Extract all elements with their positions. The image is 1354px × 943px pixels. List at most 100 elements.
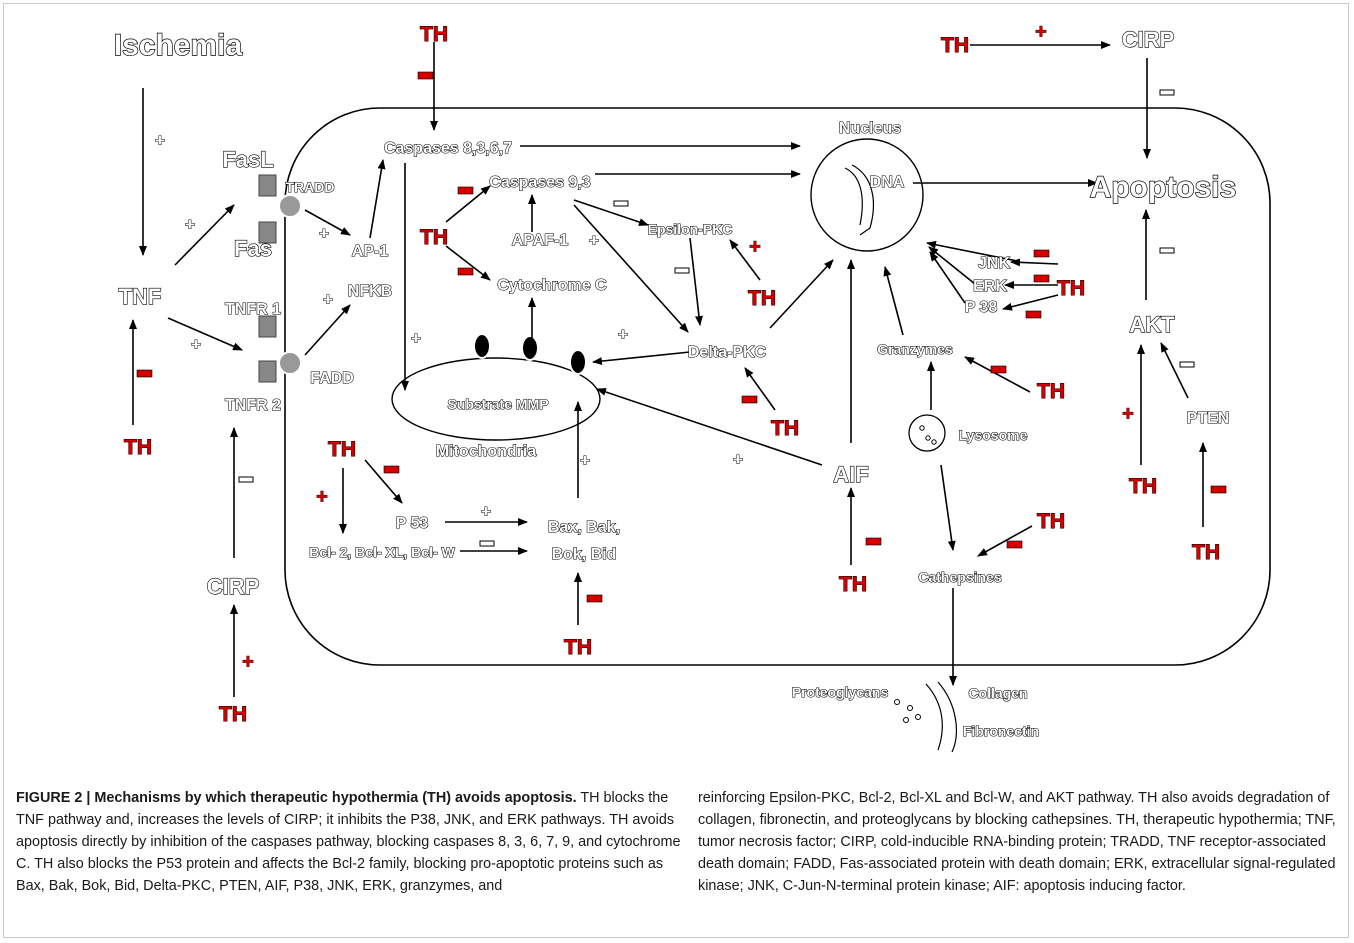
th-label-mapk: TH (1057, 277, 1085, 300)
delta-pkc-label: Delta-PKC (688, 344, 767, 361)
plus-tnf-fasl: + (185, 215, 195, 234)
plus-caspases-mito: + (411, 329, 421, 348)
mitochondria-pore-1 (473, 333, 491, 359)
mitochondria-ellipse (391, 357, 601, 441)
figure-caption-right: reinforcing Epsilon-PKC, Bcl-2, Bcl-XL a… (698, 790, 1336, 894)
lysosome-dot-3 (931, 439, 937, 445)
cirp-left-label: CIRP (207, 574, 260, 599)
th-label-tnf: TH (124, 436, 152, 459)
figure-caption-left-text: TH blocks the TNF pathway and, increases… (16, 790, 681, 894)
plus-caspases-delta: + (589, 231, 599, 250)
th-label-granzymes: TH (1037, 380, 1065, 403)
tnf-label: TNF (119, 284, 162, 309)
tnfr1-receptor-block (258, 315, 277, 338)
nucleus-label: Nucleus (839, 120, 901, 137)
figure-frame (3, 3, 1349, 938)
cell-membrane (284, 107, 1271, 666)
lysosome-dot-2 (925, 435, 931, 441)
tradd-adaptor (278, 194, 302, 218)
plus-bax-mito: + (580, 451, 590, 470)
th-label-bax: TH (564, 636, 592, 659)
red-plus-epsilon-pkc: + (749, 236, 761, 258)
red-plus-cirp-right: + (1035, 21, 1047, 43)
collagen-label: Collagen (968, 685, 1027, 701)
fasl-label: FasL (222, 147, 273, 172)
apoptosis-pathway-diagram: Ischemia TNF FasL Fas TNFR 1 TNFR 2 TRAD… (113, 21, 1271, 753)
apaf1-label: APAF-1 (512, 232, 569, 249)
th-label-p53: TH (328, 438, 356, 461)
tnfr2-receptor-block (258, 360, 277, 383)
jnk-label: JNK (978, 255, 1010, 272)
plus-tnf-tnfr: + (191, 335, 201, 354)
th-label-epsilon-pkc: TH (748, 287, 776, 310)
th-label-caspases-93: TH (420, 226, 448, 249)
fas-label: Fas (234, 236, 272, 261)
akt-label: AKT (1129, 312, 1175, 337)
bcl2-family-label: Bcl- 2, Bcl- XL, Bcl- W (309, 544, 455, 560)
pathway-arrows (129, 41, 1207, 697)
red-plus-akt: + (1122, 403, 1134, 425)
tnfr1-label: TNFR 1 (225, 301, 281, 318)
lysosome-label: Lysosome (959, 427, 1028, 443)
dna-label: DNA (870, 174, 905, 191)
mitochondria-label: Mitochondria (436, 443, 537, 460)
mitochondria-pore-3 (569, 349, 587, 375)
fas-receptor-block (258, 221, 277, 244)
tnfr2-label: TNFR 2 (225, 397, 281, 414)
collagen-fiber-2 (937, 681, 957, 753)
pten-label: PTEN (1187, 410, 1230, 427)
ischemia-label: Ischemia (114, 29, 243, 62)
plus-fadd-nfkb: + (323, 290, 333, 309)
fadd-label: FADD (310, 370, 354, 387)
tradd-label: TRADD (286, 179, 335, 195)
lysosome-dot-1 (919, 425, 925, 431)
aif-label: AIF (833, 462, 868, 487)
plus-p53-bax: + (481, 502, 491, 521)
proteoglycans-label: Proteoglycans (792, 684, 889, 700)
granzymes-label: Granzymes (877, 341, 953, 357)
p38-label: P 38 (965, 299, 998, 316)
dna-strand (844, 164, 874, 236)
apoptosis-label: Apoptosis (1090, 171, 1237, 204)
plus-ischemia-tnf: + (155, 131, 165, 150)
fadd-adaptor (278, 351, 302, 375)
ap1-label: AP-1 (352, 243, 389, 260)
plus-tradd-ap1: + (319, 224, 329, 243)
th-label-pten: TH (1192, 541, 1220, 564)
th-label-cathepsines: TH (1037, 510, 1065, 533)
fasl-receptor-block (258, 174, 277, 197)
th-label-cirp-right: TH (941, 34, 969, 57)
proteoglycan-dot-3 (903, 717, 909, 723)
proteoglycan-dot-4 (915, 714, 921, 720)
substrate-mmp-label: Substrate MMP (447, 396, 548, 412)
figure-caption-title: FIGURE 2 | Mechanisms by which therapeut… (16, 790, 577, 806)
mitochondria-pore-2 (521, 335, 539, 361)
cathepsines-label: Cathepsines (918, 569, 1001, 585)
collagen-fiber-1 (925, 683, 943, 751)
cirp-right-label: CIRP (1122, 27, 1175, 52)
nfkb-label: NFKB (348, 283, 392, 300)
proteoglycan-dot-2 (907, 705, 913, 711)
red-minus-bars (136, 71, 1227, 603)
bax-bak-label: Bax, Bak, (548, 519, 620, 536)
cytochrome-c-label: Cytochrome C (497, 277, 607, 294)
white-minus-bars (238, 89, 1195, 547)
caspases-93-label: Caspases 9,3 (489, 174, 591, 191)
erk-label: ERK (973, 278, 1007, 295)
th-label-delta-pkc: TH (771, 417, 799, 440)
proteoglycan-dot-1 (894, 699, 900, 705)
plus-aif-mito: + (733, 450, 743, 469)
lysosome-circle (908, 414, 946, 452)
red-plus-bcl2: + (316, 486, 328, 508)
plus-delta-mito: + (618, 325, 628, 344)
caspases-8367-label: Caspases 8,3,6,7 (384, 140, 512, 157)
bok-bid-label: Bok, Bid (552, 546, 617, 563)
fibronectin-label: Fibronectin (963, 723, 1039, 739)
th-label-akt: TH (1129, 475, 1157, 498)
th-label-cirp-left: TH (219, 703, 247, 726)
nucleus-circle (810, 138, 924, 252)
epsilon-pkc-label: Epsilon-PKC (648, 221, 733, 237)
p53-label: P 53 (396, 515, 429, 532)
red-plus-cirp-left: + (242, 651, 254, 673)
th-label-caspases-8367: TH (420, 23, 448, 46)
